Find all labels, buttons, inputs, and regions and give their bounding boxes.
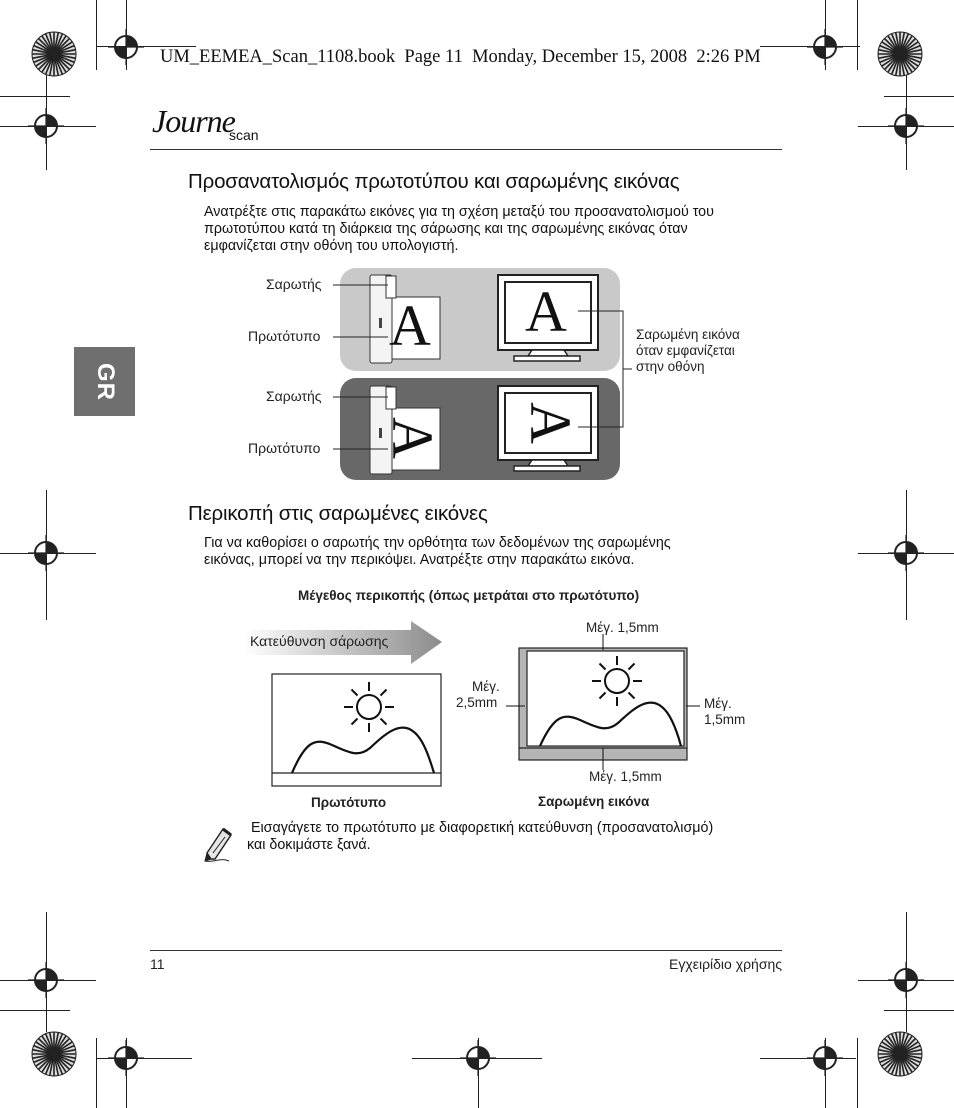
- paragraph-line: Για να καθορίσει ο σαρωτής την ορθότητα …: [204, 535, 671, 551]
- print-header: UM_EEMEA_Scan_1108.book Page 11 Monday, …: [160, 47, 761, 67]
- crop-figure-caption: Μέγεθος περικοπής (όπως μετράται στο πρω…: [298, 588, 640, 603]
- section1-title: Προσανατολισμός πρωτοτύπου και σαρωμένης…: [188, 170, 680, 193]
- screen-glyph-top: A: [525, 279, 567, 344]
- paragraph-line: εμφανίζεται στην οθόνη του υπολογιστή.: [204, 238, 459, 254]
- footer-rule: [150, 950, 782, 951]
- left-margin-line: Μέγ.: [472, 679, 500, 694]
- bottom-margin-label: Μέγ. 1,5mm: [589, 769, 662, 784]
- left-margin-line: 2,5mm: [456, 695, 498, 710]
- note-line: Εισαγάγετε το πρωτότυπο με διαφορετική κ…: [247, 820, 714, 836]
- right-margin-line: Μέγ.: [704, 696, 732, 711]
- callout-line: Σαρωμένη εικόνα: [636, 327, 740, 342]
- pencil-note-icon: [204, 827, 232, 862]
- manual-title: Εγχειρίδιο χρήσης: [669, 956, 782, 972]
- top-margin-label: Μέγ. 1,5mm: [586, 620, 659, 635]
- language-tab: GR: [74, 347, 135, 416]
- label-original-bottom: Πρωτότυπο: [248, 440, 321, 456]
- paragraph-line: πρωτοτύπου κατά τη διάρκεια της σάρωσης …: [204, 221, 688, 237]
- scanned-caption: Σαρωμένη εικόνα: [538, 794, 650, 809]
- section2-title: Περικοπή στις σαρωμένες εικόνες: [188, 502, 488, 525]
- original-caption: Πρωτότυπο: [311, 795, 387, 810]
- callout-line: όταν εμφανίζεται: [636, 343, 735, 358]
- paragraph-line: Ανατρέξτε στις παρακάτω εικόνες για τη σ…: [204, 204, 714, 220]
- label-original-top: Πρωτότυπο: [248, 328, 321, 344]
- header-rule: [150, 149, 782, 150]
- label-scanner-top: Σαρωτής: [266, 276, 322, 292]
- logo-word: scan: [229, 127, 259, 143]
- original-glyph-top: A: [389, 293, 431, 358]
- paragraph-line: εικόνας, μπορεί να την περικόψει. Ανατρέ…: [204, 552, 635, 568]
- label-scanner-bottom: Σαρωτής: [266, 388, 322, 404]
- page-number: 11: [150, 956, 165, 972]
- callout-line: στην οθόνη: [636, 359, 705, 374]
- logo-script: Journe: [152, 103, 236, 139]
- right-margin-line: 1,5mm: [704, 712, 746, 727]
- scan-direction-label: Κατεύθυνση σάρωσης: [250, 633, 389, 649]
- note-line: και δοκιμάστε ξανά.: [247, 837, 371, 853]
